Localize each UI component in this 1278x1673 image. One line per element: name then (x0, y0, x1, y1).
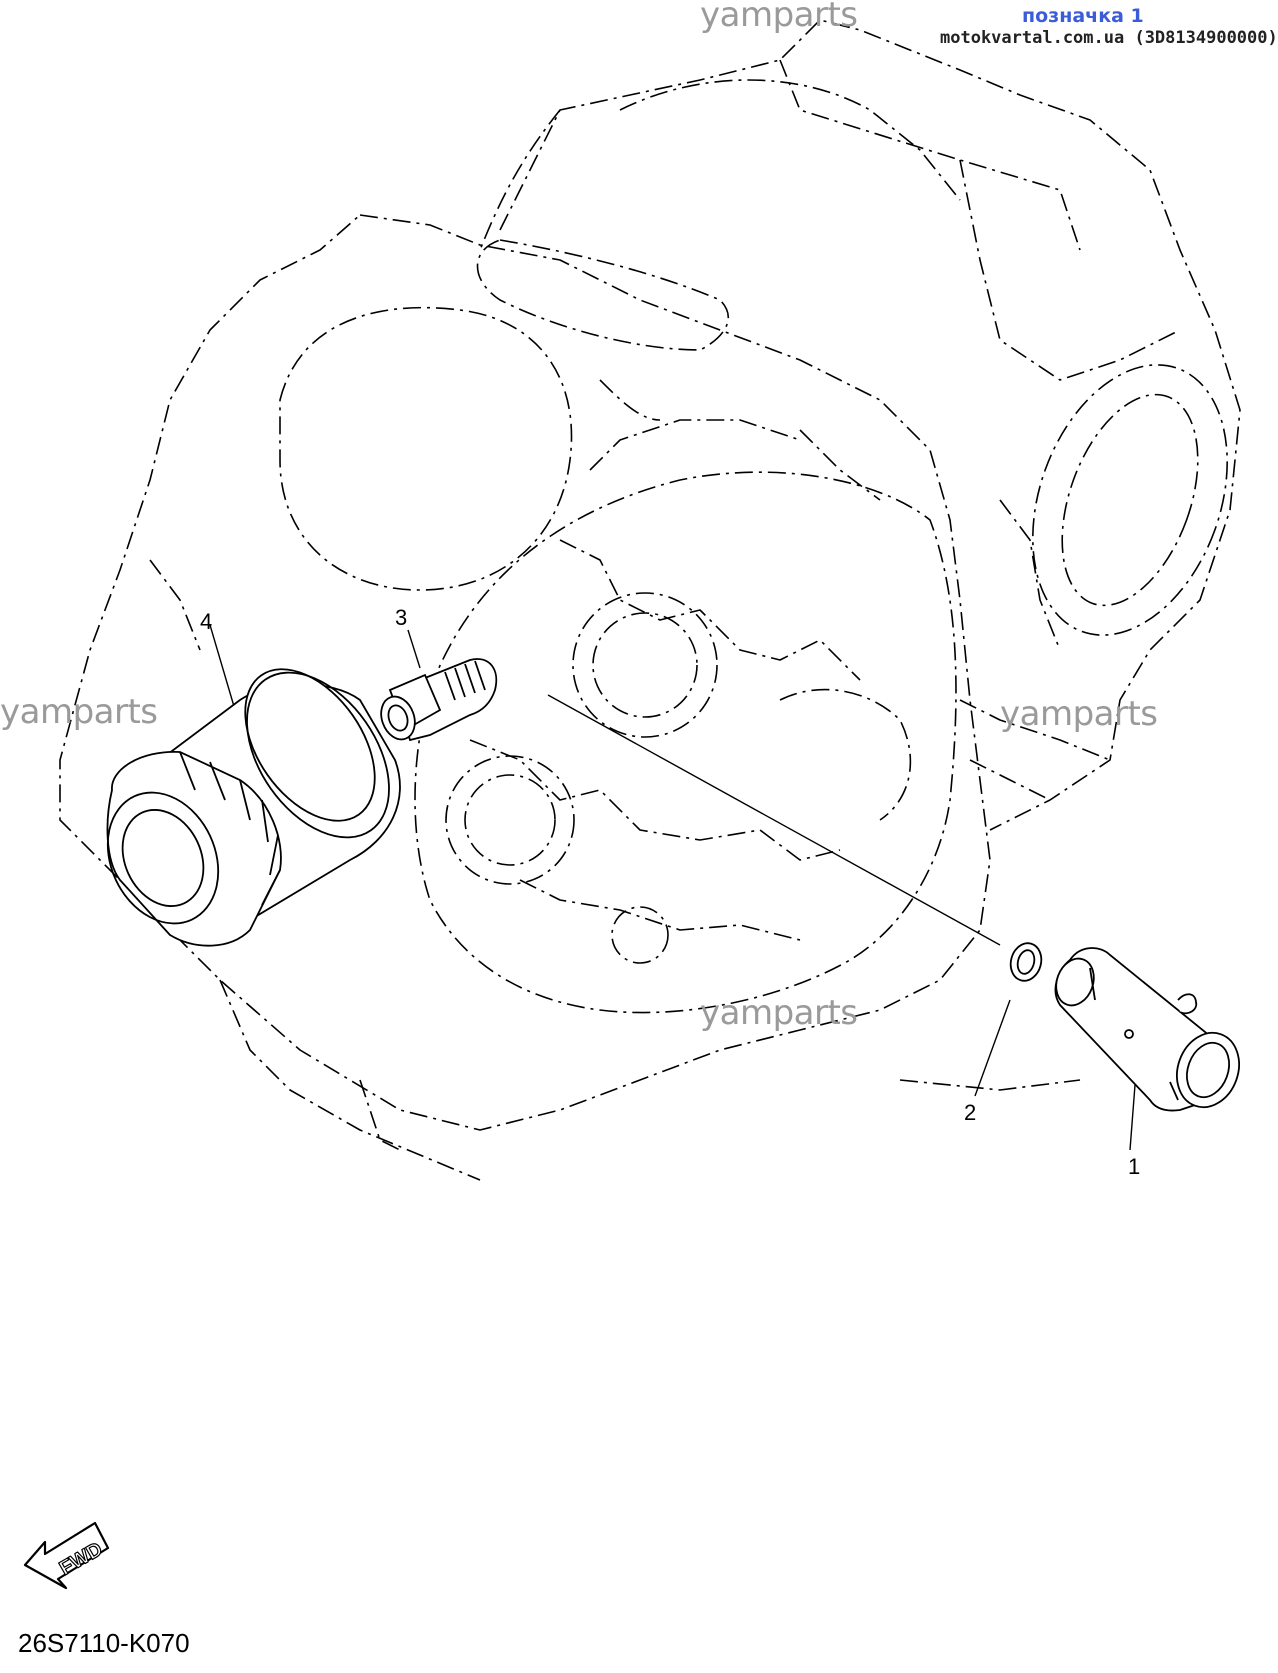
callout-4[interactable]: 4 (200, 609, 213, 634)
watermark: yamparts (1000, 694, 1158, 734)
header-label: позначка 1 (1022, 5, 1144, 27)
pipe-part-1 (1054, 947, 1240, 1112)
watermark: yamparts (700, 0, 858, 35)
watermark: yamparts (700, 993, 858, 1033)
union-bolt-part-3 (380, 658, 498, 742)
header-site: motokvartal.com.ua (3D8134900000) (940, 28, 1278, 48)
gasket-part-2 (1009, 942, 1043, 982)
callout-2[interactable]: 2 (964, 1100, 977, 1125)
callout-1[interactable]: 1 (1128, 1154, 1141, 1179)
diagram-code: 26S7110-K070 (18, 1628, 190, 1658)
callout-3[interactable]: 3 (395, 605, 408, 630)
watermark: yamparts (0, 692, 158, 732)
oil-filter-part-4 (106, 668, 401, 947)
fwd-arrow-icon: FWD (23, 1521, 110, 1590)
